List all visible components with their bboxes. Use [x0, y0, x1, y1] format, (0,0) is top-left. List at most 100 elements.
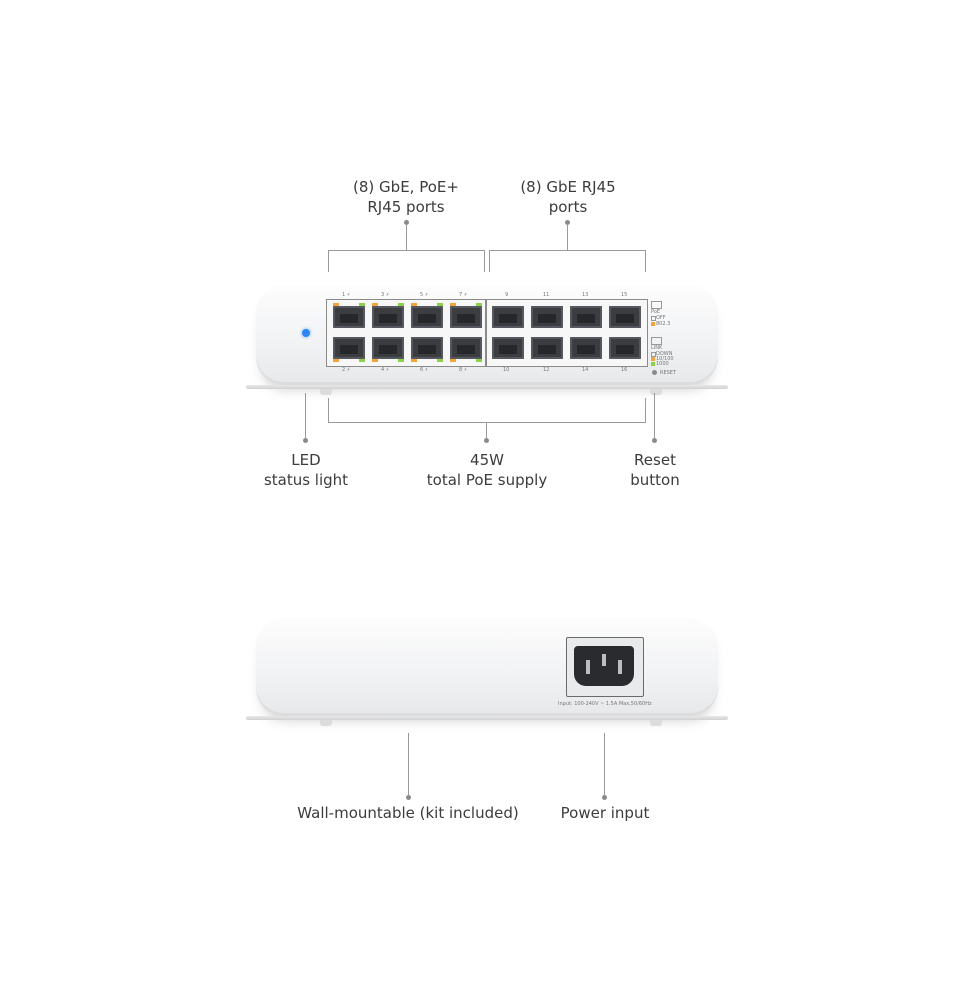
- rj45-port[interactable]: [492, 337, 524, 359]
- legend-swatch: [651, 322, 655, 326]
- callout-line: [645, 398, 646, 422]
- callout-line: [484, 250, 485, 272]
- port-led-green: [398, 359, 404, 362]
- port-number: 3 ⚡: [381, 292, 390, 298]
- port-led-green: [476, 303, 482, 306]
- port-led-amber: [411, 303, 417, 306]
- port-led-green: [437, 359, 443, 362]
- callout-dot: [404, 220, 409, 225]
- port-number: 11: [543, 292, 550, 298]
- poe-legend-off: OFF: [656, 315, 666, 321]
- callout-dot: [406, 795, 411, 800]
- callout-line: [604, 733, 605, 795]
- poe-legend-title: PoE: [651, 309, 661, 315]
- link-legend-box: [651, 337, 662, 345]
- port-number: 9: [505, 292, 509, 298]
- port-number: 10: [503, 367, 510, 373]
- rj45-port[interactable]: [609, 306, 641, 328]
- power-pin: [586, 660, 590, 674]
- callout-line: [645, 250, 646, 272]
- callout-dot: [565, 220, 570, 225]
- port-number: 7 ⚡: [459, 292, 468, 298]
- callout-line: [328, 422, 646, 423]
- port-number: 2 ⚡: [342, 367, 351, 373]
- power-pin: [618, 660, 622, 674]
- rj45-port[interactable]: [333, 337, 365, 359]
- port-number: 4 ⚡: [381, 367, 390, 373]
- callout-line: [305, 393, 306, 438]
- rj45-port[interactable]: [450, 337, 482, 359]
- rj45-port[interactable]: [411, 306, 443, 328]
- rj45-port[interactable]: [609, 337, 641, 359]
- rj45-port[interactable]: [372, 337, 404, 359]
- port-led-green: [437, 303, 443, 306]
- callout-line: [408, 733, 409, 795]
- link-legend-10-100: 10/100: [656, 356, 674, 362]
- power-pin: [602, 654, 606, 666]
- power-socket[interactable]: [574, 646, 634, 686]
- port-number: 14: [582, 367, 589, 373]
- callout-dot: [602, 795, 607, 800]
- legend-swatch: [651, 362, 655, 366]
- port-led-amber: [411, 359, 417, 362]
- port-number: 15: [621, 292, 628, 298]
- power-spec-text: Input: 100-240V ~ 1.5A Max,50/60Hz: [558, 701, 652, 707]
- link-legend-1000: 1000: [656, 361, 669, 367]
- led-label: LED status light: [263, 451, 349, 489]
- rj45-port[interactable]: [372, 306, 404, 328]
- rj45-port[interactable]: [570, 306, 602, 328]
- legend-swatch: [651, 352, 656, 357]
- link-legend-down: DOWN: [656, 351, 673, 357]
- poe-legend-8023: 802.3: [656, 321, 671, 327]
- reset-button[interactable]: [652, 370, 657, 375]
- port-number: 16: [621, 367, 628, 373]
- port-led-amber: [333, 303, 339, 306]
- switch-base: [246, 385, 728, 389]
- callout-line: [328, 250, 485, 251]
- reset-text: RESET: [660, 370, 677, 376]
- port-number: 6 ⚡: [420, 367, 429, 373]
- port-led-amber: [372, 303, 378, 306]
- legend-swatch: [651, 357, 655, 361]
- wall-mount-label: Wall-mountable (kit included): [297, 804, 519, 822]
- led-status-light: [302, 329, 310, 337]
- callout-line: [328, 250, 329, 272]
- legend-swatch: [651, 316, 656, 321]
- port-led-green: [359, 359, 365, 362]
- callout-line: [489, 250, 646, 251]
- callout-dot: [652, 438, 657, 443]
- switch-foot: [650, 720, 662, 726]
- port-number: 12: [543, 367, 550, 373]
- rj45-port[interactable]: [333, 306, 365, 328]
- port-led-green: [398, 303, 404, 306]
- rj45-port[interactable]: [411, 337, 443, 359]
- switch-foot: [650, 389, 662, 395]
- link-legend-title: LINK: [651, 345, 663, 351]
- gbe-ports-label: (8) GbE RJ45 ports: [520, 178, 616, 216]
- port-number: 13: [582, 292, 589, 298]
- port-led-amber: [333, 359, 339, 362]
- callout-line: [328, 398, 329, 422]
- rj45-port[interactable]: [492, 306, 524, 328]
- reset-label: Reset button: [630, 451, 680, 489]
- poe-ports-label: (8) GbE, PoE+ RJ45 ports: [353, 178, 459, 216]
- callout-line: [489, 250, 490, 272]
- rj45-port[interactable]: [570, 337, 602, 359]
- port-led-amber: [450, 303, 456, 306]
- poe-legend-box: [651, 301, 662, 309]
- callout-line: [486, 422, 487, 438]
- switch-foot: [320, 389, 332, 395]
- callout-dot: [303, 438, 308, 443]
- port-number: 1 ⚡: [342, 292, 351, 298]
- poe-supply-label: 45W total PoE supply: [426, 451, 548, 489]
- rj45-port[interactable]: [531, 337, 563, 359]
- port-number: 8 ⚡: [459, 367, 468, 373]
- callout-line: [406, 224, 407, 250]
- rj45-port[interactable]: [531, 306, 563, 328]
- port-number: 5 ⚡: [420, 292, 429, 298]
- rj45-port[interactable]: [450, 306, 482, 328]
- port-led-amber: [372, 359, 378, 362]
- port-led-amber: [450, 359, 456, 362]
- port-led-green: [476, 359, 482, 362]
- power-input-label: Power input: [560, 804, 650, 822]
